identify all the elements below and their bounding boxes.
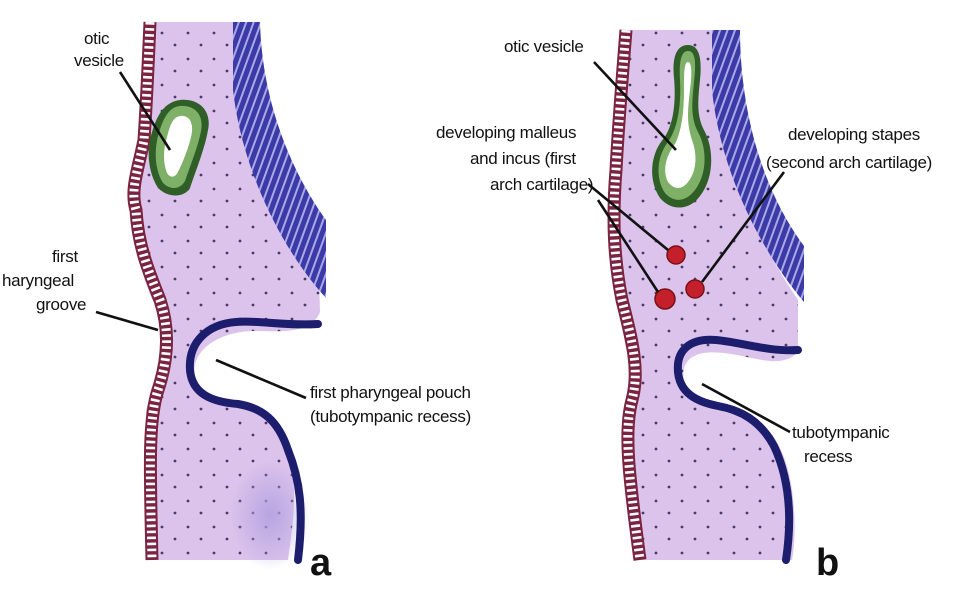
panel-a bbox=[134, 22, 326, 570]
stapes-primordium bbox=[686, 280, 704, 298]
otic-vesicle-label: otic vesicle bbox=[504, 37, 584, 56]
pharyngeal-pouch-leader bbox=[216, 360, 306, 398]
malleus-primordium bbox=[667, 246, 685, 264]
stapes-label: developing stapes (second arch cartilage… bbox=[766, 125, 932, 172]
mesenchyme bbox=[613, 30, 798, 560]
panel-a-letter: a bbox=[310, 542, 332, 584]
panel-b-letter: b bbox=[816, 542, 839, 584]
panel-b bbox=[613, 30, 804, 560]
pharyngeal-groove-label: first haryngeal groove bbox=[2, 247, 86, 314]
pharyngeal-groove-leader bbox=[96, 312, 158, 330]
tubotympanic-recess-label: tubotympanic recess bbox=[792, 423, 894, 466]
malleus-incus-label: developing malleus and incus (first arch… bbox=[436, 123, 593, 194]
otic-vesicle-label: otic vesicle bbox=[74, 29, 124, 70]
pharyngeal-pouch-label: first pharyngeal pouch (tubotympanic rec… bbox=[310, 383, 475, 426]
